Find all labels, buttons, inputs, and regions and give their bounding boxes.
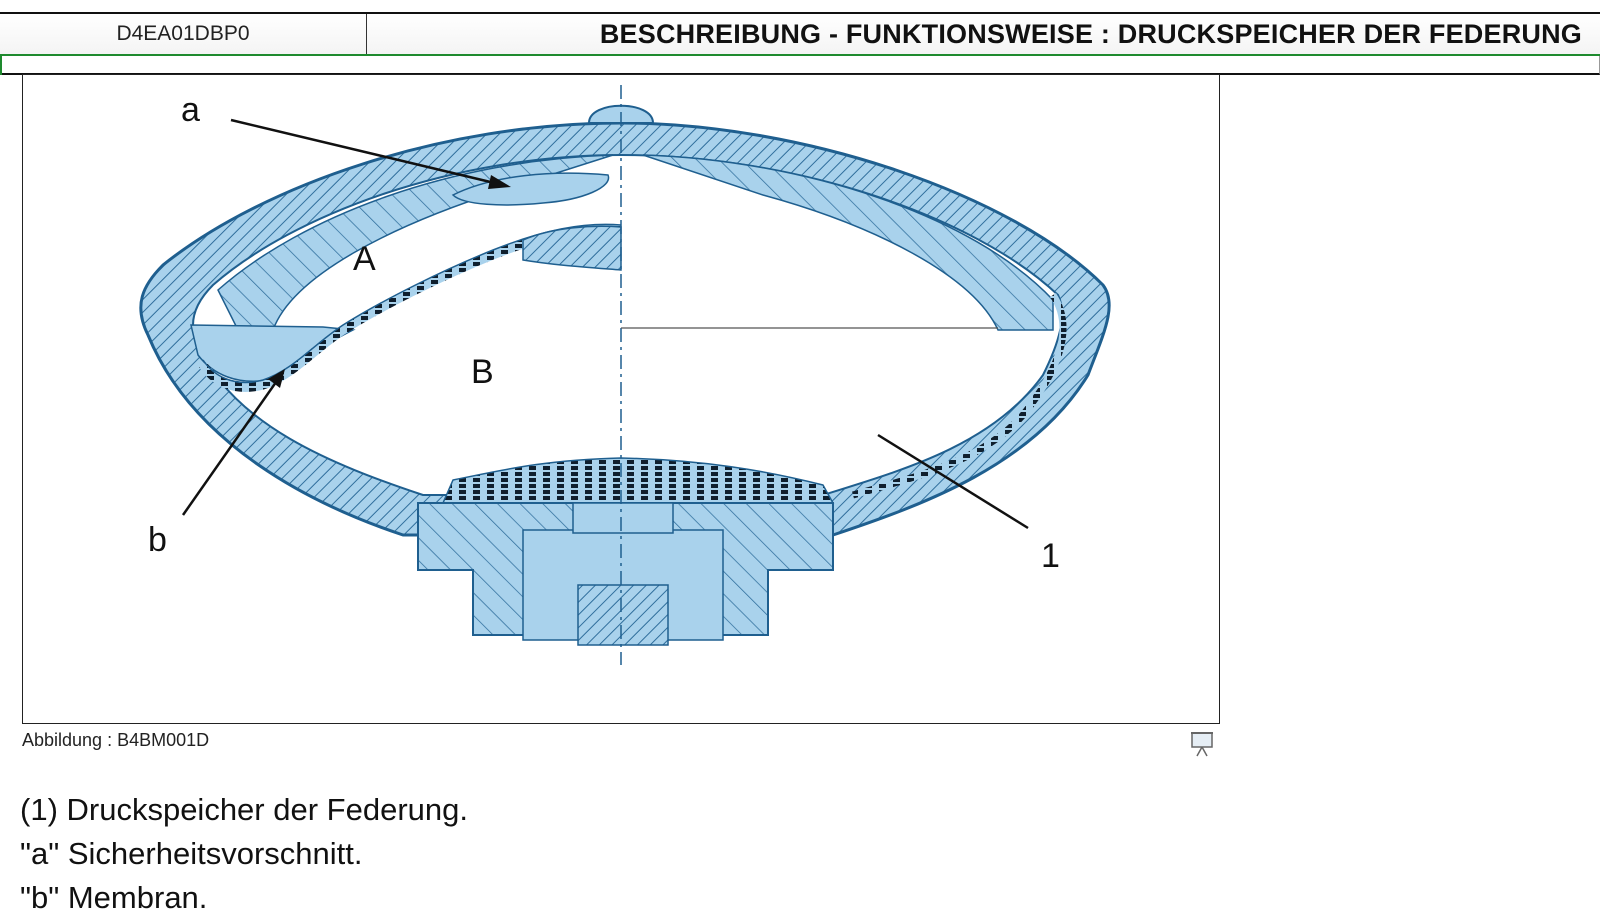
document-code: D4EA01DBP0: [0, 14, 367, 54]
legend-item-1: (1) Druckspeicher der Federung.: [20, 792, 468, 827]
safety-valve: [451, 172, 610, 206]
legend-item-b: "b" Membran.: [20, 880, 208, 915]
document-title: BESCHREIBUNG - FUNKTIONSWEISE : DRUCKSPE…: [599, 18, 1582, 49]
callout-b: b: [148, 521, 167, 559]
callout-a: a: [181, 91, 200, 129]
figure-frame: a A B b 1: [22, 74, 1220, 724]
leader-a: [230, 118, 504, 187]
leader-1: [877, 433, 1029, 530]
membrane-right: [852, 293, 1067, 499]
arrowhead-b: [268, 369, 285, 388]
callout-1: 1: [1041, 537, 1060, 575]
header-subbar: [0, 56, 1600, 75]
base-neck: [572, 502, 674, 534]
connector-body: [577, 584, 669, 646]
callout-A: A: [353, 240, 376, 278]
upper-left-band: [217, 154, 614, 331]
document-header: D4EA01DBP0 BESCHREIBUNG - FUNKTIONSWEISE…: [0, 12, 1600, 56]
presentation-icon[interactable]: [1190, 730, 1214, 758]
legend: (1) Druckspeicher der Federung. "a" Sich…: [20, 788, 468, 920]
subbar-accent: [0, 56, 2, 75]
arrowhead-a: [488, 175, 511, 189]
legend-item-a: "a" Sicherheitsvorschnitt.: [20, 836, 363, 871]
leader-b: [181, 374, 283, 516]
bottom-plate: [441, 457, 835, 504]
callout-B: B: [471, 353, 494, 391]
accumulator-diagram: a A B b 1: [139, 85, 1111, 665]
figure-caption: Abbildung : B4BM001D: [22, 730, 210, 750]
